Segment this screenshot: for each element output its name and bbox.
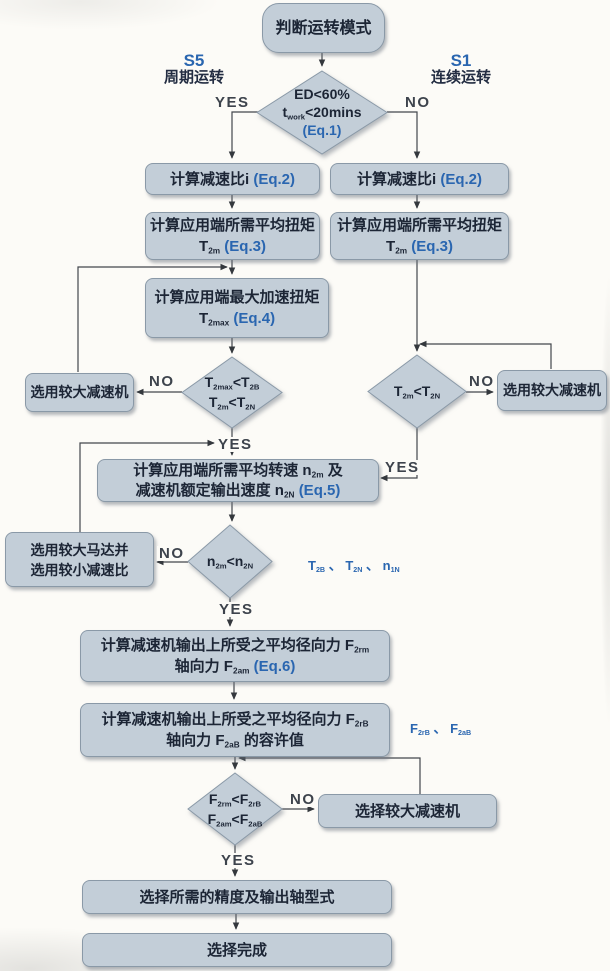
calc-accel-torque-box: 计算应用端最大加速扭矩 T2max (Eq.4)	[145, 278, 329, 338]
yes-label-speed: YES	[217, 601, 256, 618]
mode-s5: S5 周期运转	[160, 51, 228, 86]
mode-s1-name: 连续运转	[430, 69, 491, 86]
yes-label-ed: YES	[213, 94, 252, 111]
decision-speed-text: n2m<n2N	[206, 553, 254, 571]
no-label-torque-right: NO	[467, 373, 497, 390]
calc-force-box: 计算减速机输出上所受之平均径向力 F2rm 轴向力 F2am (Eq.6)	[80, 630, 390, 682]
bigger-reducer-bottom-box: 选择较大减速机	[318, 794, 497, 828]
no-label-ed: NO	[403, 94, 433, 111]
done-box: 选择完成	[82, 933, 392, 967]
no-label-torque-left: NO	[147, 373, 177, 390]
decision-torque-right-diamond	[367, 354, 467, 429]
decision-torque-right-text: T2m<T2N	[393, 383, 441, 401]
calc-ratio-left-box: 计算减速比i (Eq.2)	[145, 163, 320, 195]
decision-ed-text: ED<60% twork<20mins (Eq.1)	[282, 86, 362, 138]
no-label-speed: NO	[157, 545, 187, 562]
start-node: 判断运转模式	[262, 3, 385, 53]
decision-force-text: F2rm<F2rB F2am<F2aB	[207, 791, 263, 829]
mode-s5-name: 周期运转	[163, 69, 224, 86]
start-title: 判断运转模式	[275, 19, 372, 37]
calc-speed-box: 计算应用端所需平均转速 n2m 及 减速机额定输出速度 n2N (Eq.5)	[97, 459, 379, 502]
precision-box: 选择所需的精度及输出轴型式	[82, 880, 392, 914]
mode-s1: S1 连续运转	[427, 51, 495, 86]
yes-label-torque-left: YES	[216, 436, 255, 453]
no-label-force: NO	[288, 791, 318, 808]
yes-label-force: YES	[219, 852, 258, 869]
bigger-motor-box: 选用较大马达并 选用较小减速比	[5, 532, 154, 587]
decision-force-diamond	[187, 772, 283, 846]
calc-ratio-right-box: 计算减速比i (Eq.2)	[330, 163, 509, 195]
decision-ed-diamond	[256, 70, 388, 155]
calc-torque-left-box: 计算应用端所需平均扭矩 T2m (Eq.3)	[145, 212, 320, 260]
torque-speed-note: T2B 、 T2N 、 n1N	[308, 558, 400, 575]
bigger-reducer-left-box: 选用较大减速机	[25, 373, 134, 412]
calc-torque-right-box: 计算应用端所需平均扭矩 T2m (Eq.3)	[330, 212, 509, 260]
force-allow-box: 计算减速机输出上所受之平均径向力 F2rB 轴向力 F2aB 的容许值	[80, 703, 390, 757]
decision-torque-left-text: T2max<T2B T2m<T2N	[204, 374, 260, 412]
bigger-reducer-right-box: 选用较大减速机	[497, 370, 607, 411]
decision-speed-diamond	[187, 524, 273, 599]
yes-label-torque-right: YES	[383, 459, 422, 476]
decision-torque-left-diamond	[181, 356, 283, 429]
force-note: F2rB 、 F2aB	[410, 721, 472, 738]
mode-s1-code: S1	[450, 51, 472, 70]
mode-s5-code: S5	[183, 51, 205, 70]
